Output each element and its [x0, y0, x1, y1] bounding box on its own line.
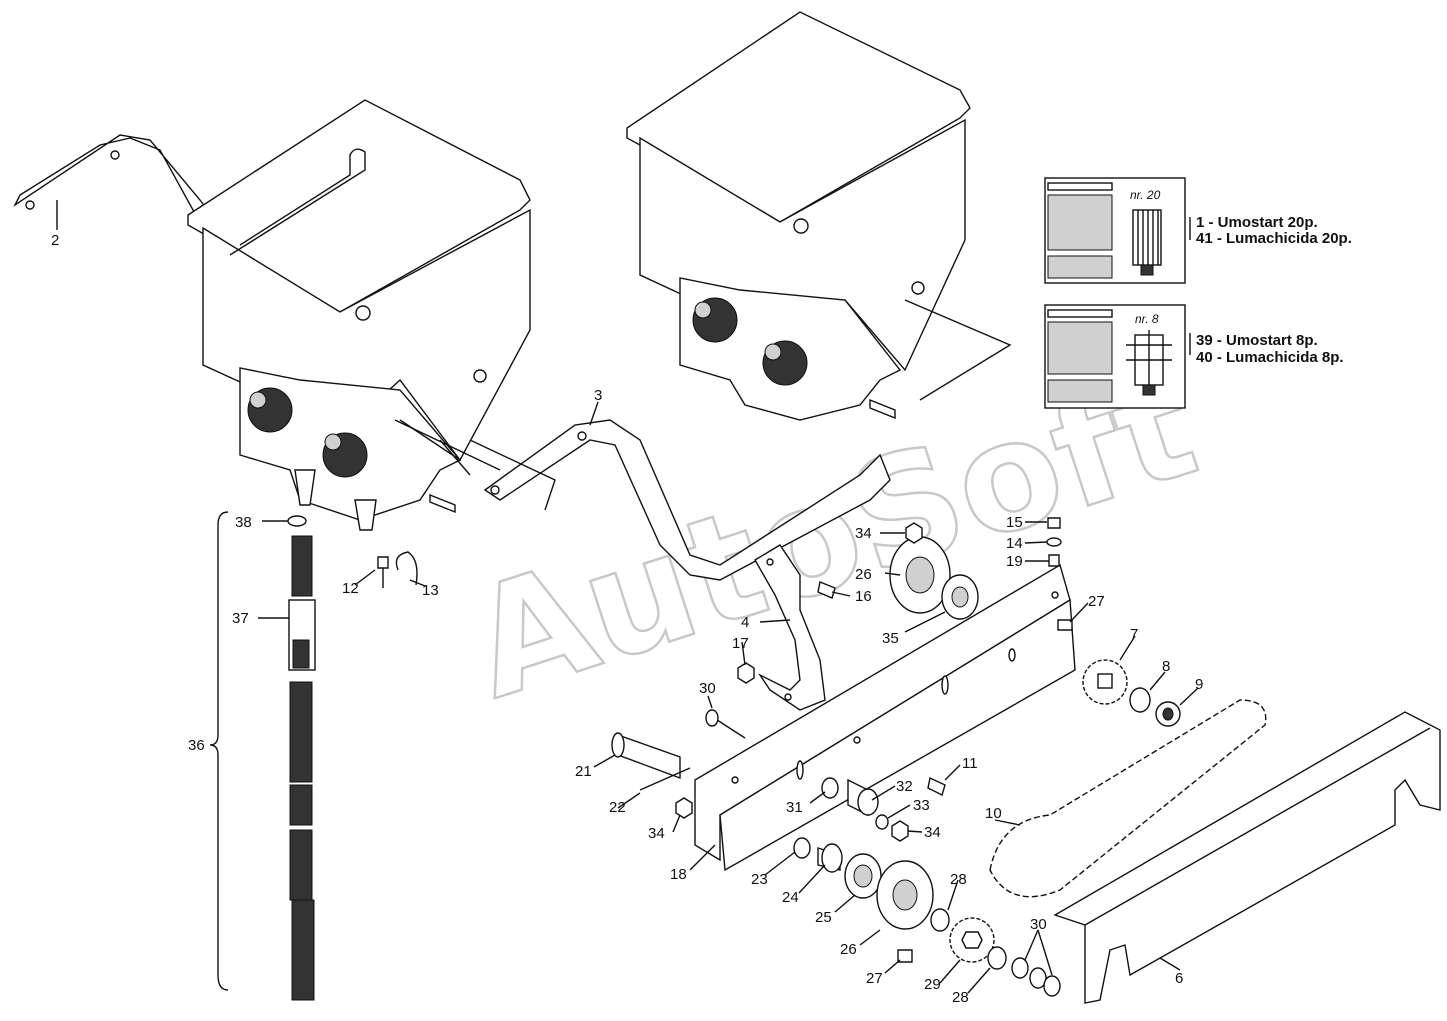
callout-26-top: 26 [855, 566, 872, 583]
bolt-27-top [1057, 619, 1073, 631]
callout-38: 38 [235, 514, 252, 531]
callout-35: 35 [882, 630, 899, 647]
callout-17: 17 [732, 635, 749, 652]
legend-2-nr: nr. 8 [1135, 312, 1159, 326]
bracket-arm-3 [483, 419, 891, 581]
legend-1-line-2: 41 - Lumachicida 20p. [1196, 230, 1352, 247]
nut-34-top [905, 522, 923, 544]
washer-33 [875, 814, 889, 830]
legend-box-2: nr. 8 39 - Umostart 8p. 40 - Lumachicida… [1044, 304, 1344, 409]
callout-9: 9 [1195, 676, 1203, 693]
callout-18: 18 [670, 866, 687, 883]
callout-31: 31 [786, 799, 803, 816]
callout-10: 10 [985, 805, 1002, 822]
callout-22: 22 [609, 799, 626, 816]
callout-24: 24 [782, 889, 799, 906]
chain-cover-6 [1053, 711, 1441, 1004]
callout-33: 33 [913, 797, 930, 814]
callout-13: 13 [422, 582, 439, 599]
right-hopper-assembly [626, 11, 1012, 421]
circlip-23 [793, 837, 811, 859]
callout-29: 29 [924, 976, 941, 993]
bracket-plate-4 [754, 544, 826, 711]
callout-11: 11 [962, 755, 978, 772]
callout-27-bottom: 27 [866, 970, 883, 987]
washer-30-a [1011, 957, 1029, 979]
washer-30-b [1029, 967, 1047, 989]
callout-23: 23 [751, 871, 768, 888]
washer-30-c [1043, 975, 1061, 997]
leader-lines [56, 200, 1199, 994]
callout-15: 15 [1006, 514, 1023, 531]
nut-17 [737, 662, 755, 684]
legend-box-1: nr. 20 1 - Umostart 20p. 41 - Lumachicid… [1044, 177, 1352, 284]
bolt-11 [927, 776, 946, 796]
callout-labels: 2 3 4 6 7 8 9 10 11 12 13 14 15 16 17 18… [51, 232, 1203, 1006]
callout-3: 3 [594, 387, 602, 404]
callout-2: 2 [51, 232, 59, 249]
callout-30-right: 30 [1030, 916, 1047, 933]
callout-21: 21 [575, 763, 592, 780]
callout-12: 12 [342, 580, 359, 597]
callout-34-right: 34 [924, 824, 941, 841]
callout-32: 32 [896, 778, 913, 795]
callout-27-top: 27 [1088, 593, 1105, 610]
bolt-15 [1047, 517, 1061, 529]
washer-14 [1046, 537, 1062, 547]
rotor-20-icon [1132, 209, 1162, 276]
clip-13 [395, 551, 418, 586]
bolt-16 [817, 581, 836, 599]
callout-4: 4 [741, 614, 749, 631]
nut-34-right [891, 820, 909, 842]
callout-19: 19 [1006, 553, 1023, 570]
circlip-28-top [930, 908, 950, 932]
spacer-19 [1048, 554, 1060, 567]
callout-34-left: 34 [648, 825, 665, 842]
circlip-28-bottom [987, 946, 1007, 970]
bolt-27-bottom [897, 949, 913, 963]
bolt-30 [713, 717, 746, 739]
callout-34-top: 34 [855, 525, 872, 542]
legend-2-line-2: 40 - Lumachicida 8p. [1196, 349, 1344, 366]
chain-10 [989, 699, 1267, 898]
callout-30-left: 30 [699, 680, 716, 697]
callout-16: 16 [855, 588, 872, 605]
bushing-8 [1129, 687, 1151, 713]
callout-36: 36 [188, 737, 205, 754]
callout-37: 37 [232, 610, 249, 627]
legend-1-nr: nr. 20 [1130, 188, 1161, 202]
rotor-8-icon [1126, 330, 1172, 396]
washer-31 [821, 777, 839, 799]
callout-28-bottom: 28 [952, 989, 969, 1006]
callout-26-bottom: 26 [840, 941, 857, 958]
callout-8: 8 [1162, 658, 1170, 675]
left-hopper-assembly [13, 99, 531, 531]
nut-34-left [675, 797, 693, 819]
drive-shaft-group-36 [209, 511, 316, 1001]
legend-2-line-1: 39 - Umostart 8p. [1196, 332, 1318, 349]
callout-7: 7 [1130, 626, 1138, 643]
clip-38 [287, 515, 307, 527]
pin-22 [639, 767, 691, 791]
callout-28-top: 28 [950, 871, 967, 888]
shaft-21 [617, 734, 681, 780]
callout-6: 6 [1175, 970, 1183, 987]
callout-25: 25 [815, 909, 832, 926]
pin-12 [377, 556, 389, 588]
legend-1-line-1: 1 - Umostart 20p. [1196, 214, 1318, 231]
callout-14: 14 [1006, 535, 1023, 552]
group-brace-36 [209, 511, 229, 991]
